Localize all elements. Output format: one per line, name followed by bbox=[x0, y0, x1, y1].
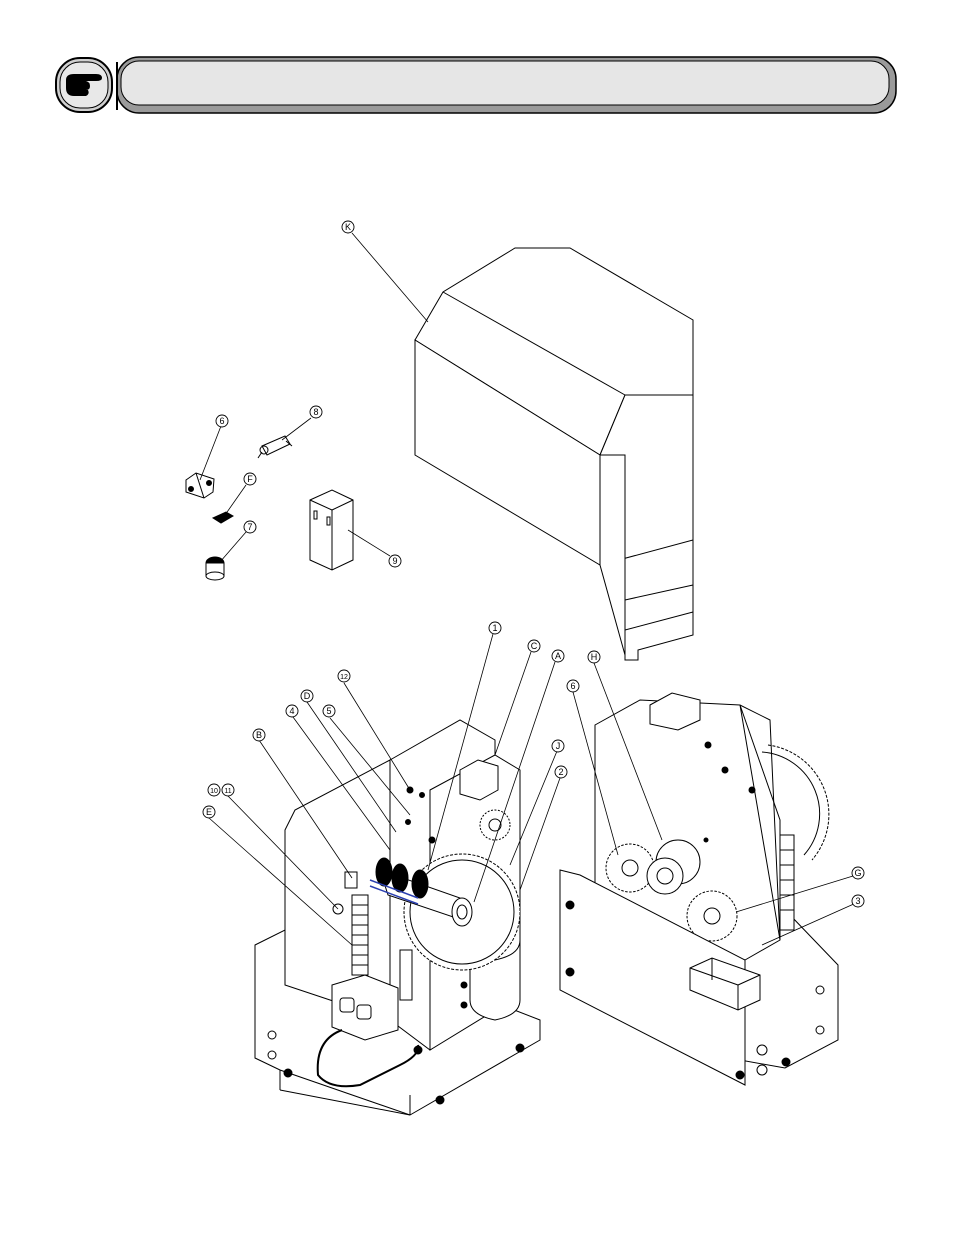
svg-text:F: F bbox=[247, 474, 253, 484]
svg-text:4: 4 bbox=[289, 706, 294, 716]
callout-4: 4 bbox=[286, 705, 298, 717]
svg-text:6: 6 bbox=[219, 416, 224, 426]
callout-7: 7 bbox=[244, 521, 256, 533]
callout-K: K bbox=[342, 221, 354, 233]
callout-D: D bbox=[301, 690, 313, 702]
callout-9: 9 bbox=[389, 555, 401, 567]
svg-text:5: 5 bbox=[326, 706, 331, 716]
svg-text:2: 2 bbox=[558, 767, 563, 777]
svg-text:J: J bbox=[556, 741, 561, 751]
callout-6-sprocket: 6 bbox=[567, 680, 579, 692]
callout-1: 1 bbox=[489, 622, 501, 634]
callout-J: J bbox=[552, 740, 564, 752]
callout-10: 10 bbox=[208, 784, 220, 796]
svg-text:1: 1 bbox=[492, 623, 497, 633]
right-operator-assembly bbox=[560, 693, 838, 1085]
svg-text:E: E bbox=[206, 807, 212, 817]
callout-5: 5 bbox=[323, 705, 335, 717]
fuse-part bbox=[213, 512, 233, 523]
callout-3: 3 bbox=[852, 895, 864, 907]
callout-C: C bbox=[528, 640, 540, 652]
svg-text:12: 12 bbox=[340, 674, 348, 681]
svg-text:9: 9 bbox=[392, 556, 397, 566]
callout-F: F bbox=[244, 473, 256, 485]
svg-text:K: K bbox=[345, 222, 351, 232]
svg-text:A: A bbox=[555, 651, 561, 661]
svg-text:11: 11 bbox=[224, 788, 231, 795]
capacitor-part bbox=[258, 436, 292, 458]
svg-text:H: H bbox=[591, 652, 598, 662]
callout-2: 2 bbox=[555, 766, 567, 778]
svg-text:G: G bbox=[854, 868, 861, 878]
svg-text:6: 6 bbox=[570, 681, 575, 691]
callout-E: E bbox=[203, 806, 215, 818]
svg-text:D: D bbox=[304, 691, 311, 701]
callout-H: H bbox=[588, 651, 600, 663]
svg-text:B: B bbox=[256, 730, 262, 740]
callout-G: G bbox=[852, 867, 864, 879]
callout-A: A bbox=[552, 650, 564, 662]
cover-housing bbox=[415, 248, 693, 660]
callout-11: 11 bbox=[222, 784, 234, 796]
svg-text:8: 8 bbox=[313, 407, 318, 417]
svg-text:7: 7 bbox=[247, 522, 252, 532]
svg-text:C: C bbox=[531, 641, 538, 651]
callout-B: B bbox=[253, 729, 265, 741]
battery-part bbox=[310, 490, 353, 570]
callout-12: 12 bbox=[338, 670, 350, 682]
svg-text:3: 3 bbox=[855, 896, 860, 906]
limit-switch-part bbox=[186, 473, 214, 498]
callout-6-switch: 6 bbox=[216, 415, 228, 427]
callout-8: 8 bbox=[310, 406, 322, 418]
svg-text:10: 10 bbox=[210, 788, 218, 795]
left-operator-assembly bbox=[255, 720, 540, 1115]
